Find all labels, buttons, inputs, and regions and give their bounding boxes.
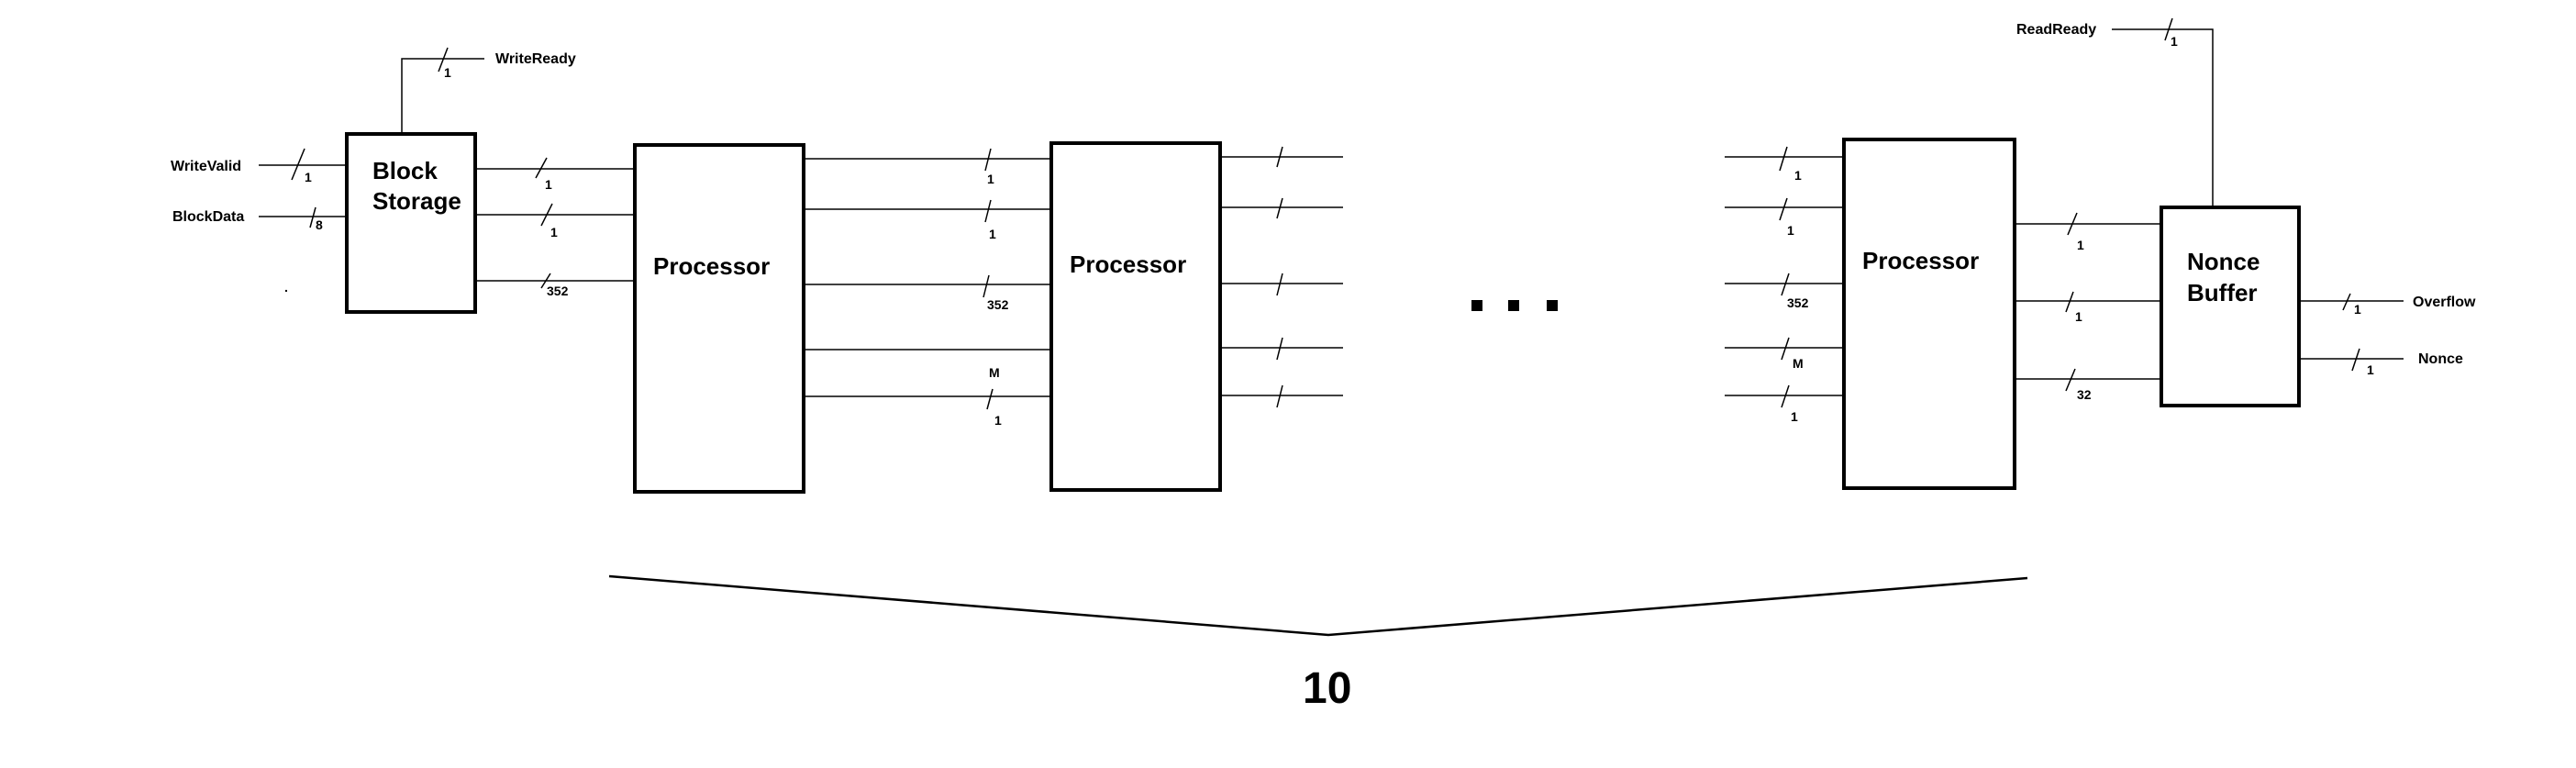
- nonce-buffer-label-2: Buffer: [2187, 279, 2258, 306]
- write-valid-width: 1: [305, 170, 312, 184]
- storage-out-2-wire: [475, 203, 635, 227]
- processor-3-box: [1842, 138, 2016, 490]
- p3-out-1-wire: [2015, 212, 2161, 236]
- p1-out-2-width: 1: [989, 227, 996, 241]
- write-ready-label: WriteReady: [495, 51, 576, 67]
- read-ready-wire: [2112, 17, 2214, 207]
- repeat-count: 10: [1303, 664, 1351, 713]
- processor-1-box: [633, 143, 805, 494]
- p3-out-2-wire: [2015, 291, 2161, 313]
- p2-out-3-wire: [1220, 273, 1343, 296]
- p1-out-1-wire: [804, 148, 1051, 172]
- processor-1-label: Processor: [653, 252, 770, 280]
- ellipsis: [1471, 300, 1558, 311]
- block-data-label: BlockData: [172, 209, 244, 225]
- p2-out-5-wire: [1220, 384, 1343, 408]
- stray-dot: .: [284, 280, 288, 295]
- overflow-wire: [2299, 293, 2404, 311]
- overflow-width: 1: [2354, 302, 2361, 317]
- p3-in-1-wire: [1725, 146, 1844, 172]
- repeat-brace: [608, 574, 2028, 637]
- nonce-buffer-label-1: Nonce: [2187, 248, 2260, 275]
- storage-out-1-wire: [475, 157, 635, 179]
- p2-out-4-wire: [1220, 337, 1343, 361]
- processor-2-label: Processor: [1070, 250, 1186, 278]
- p3-in-5-width: 1: [1791, 409, 1798, 424]
- storage-out-3-width: 352: [547, 284, 569, 298]
- p3-in-4-wire: [1725, 337, 1844, 361]
- p3-in-4-width: M: [1793, 356, 1804, 371]
- nonce-width: 1: [2367, 362, 2374, 377]
- p1-out-5-width: 1: [994, 413, 1002, 428]
- write-valid-label: WriteValid: [171, 159, 241, 174]
- block-data-wire: [259, 206, 347, 228]
- write-ready-wire: [401, 47, 484, 134]
- processor-2-box: [1049, 141, 1222, 492]
- p1-out-3-wire: [804, 274, 1051, 298]
- nonce-wire: [2299, 348, 2404, 372]
- overflow-label: Overflow: [2413, 295, 2476, 310]
- p3-in-2-wire: [1725, 197, 1844, 221]
- block-storage-box: [345, 132, 477, 314]
- storage-out-3-wire: [475, 273, 635, 289]
- p2-out-1-wire: [1220, 146, 1343, 168]
- p3-out-3-wire: [2015, 368, 2161, 392]
- read-ready-label: ReadReady: [2016, 22, 2096, 38]
- write-ready-width: 1: [444, 65, 451, 80]
- block-storage-label-2: Storage: [372, 187, 461, 215]
- read-ready-width: 1: [2171, 34, 2178, 49]
- p3-in-2-width: 1: [1787, 223, 1794, 238]
- p1-out-4-width: M: [989, 365, 1000, 380]
- p2-out-2-wire: [1220, 197, 1343, 219]
- nonce-buffer-box: [2160, 206, 2301, 407]
- p3-out-2-width: 1: [2075, 309, 2082, 324]
- storage-out-1-width: 1: [545, 177, 552, 192]
- p3-out-1-width: 1: [2077, 238, 2084, 252]
- block-storage-label-1: Block: [372, 157, 438, 184]
- p3-in-3-wire: [1725, 273, 1844, 296]
- storage-out-2-width: 1: [550, 225, 558, 239]
- nonce-label: Nonce: [2418, 351, 2463, 367]
- p3-in-3-width: 352: [1787, 295, 1809, 310]
- processor-3-label: Processor: [1862, 247, 1979, 274]
- p3-in-1-width: 1: [1794, 168, 1802, 183]
- p1-out-2-wire: [804, 199, 1051, 223]
- p1-out-1-width: 1: [987, 172, 994, 186]
- p1-out-3-width: 352: [987, 297, 1009, 312]
- p3-in-5-wire: [1725, 384, 1844, 408]
- write-valid-wire: [259, 148, 347, 181]
- p3-out-3-width: 32: [2077, 387, 2092, 402]
- p1-out-5-wire: [804, 388, 1051, 410]
- block-data-width: 8: [316, 217, 323, 232]
